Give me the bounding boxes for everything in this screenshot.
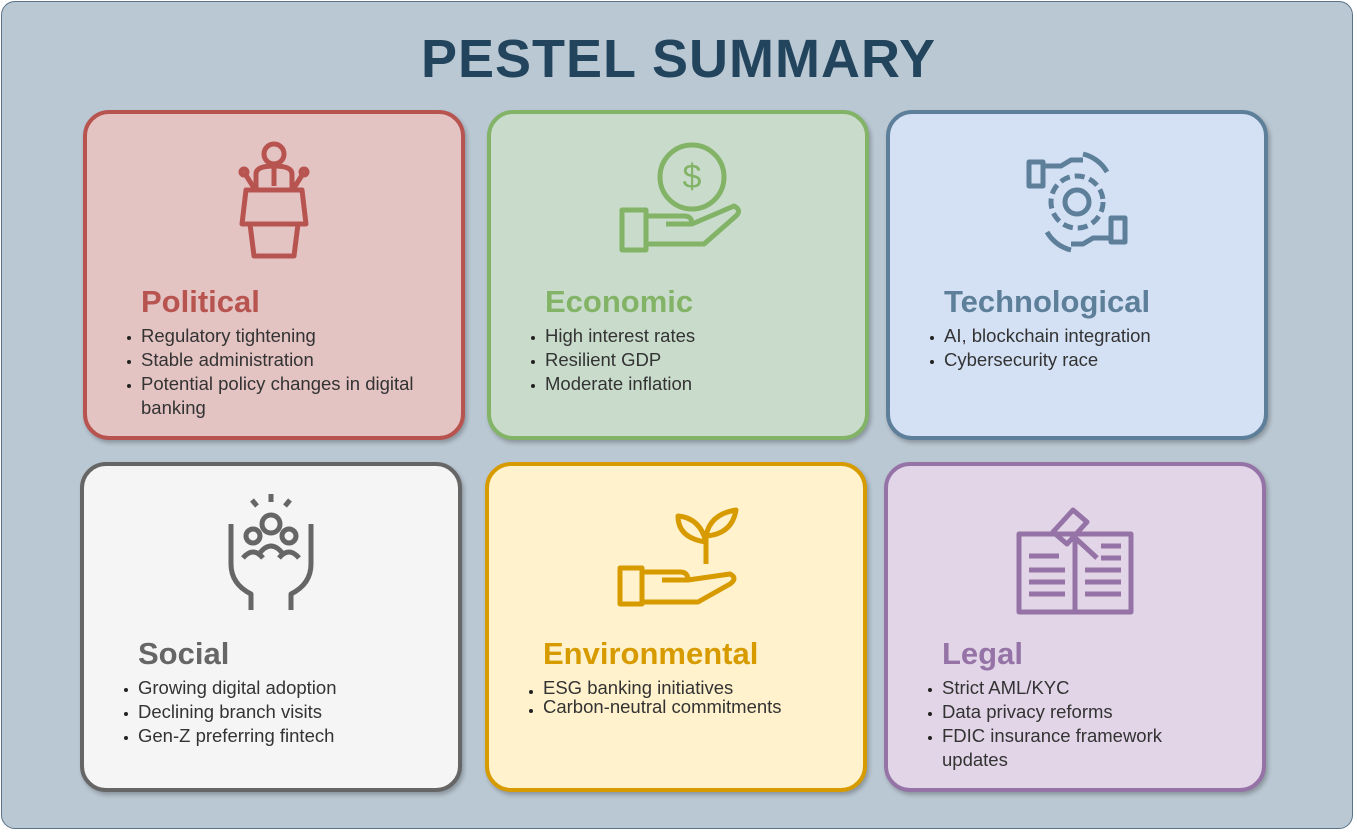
money-hand-icon: $ (491, 132, 865, 272)
list-item: ESG banking initiatives (527, 678, 847, 697)
list-item: Data privacy reforms (926, 700, 1186, 724)
list-item: Strict AML/KYC (926, 676, 1186, 700)
list-item: Gen-Z preferring fintech (122, 724, 442, 748)
card-title: Social (138, 636, 230, 671)
card-title: Political (141, 284, 260, 319)
community-hands-icon (84, 484, 458, 624)
bullet-list: ESG banking initiatives Carbon-neutral c… (527, 678, 847, 716)
list-item: AI, blockchain integration (928, 324, 1248, 348)
list-item: FDIC insurance framework updates (926, 724, 1186, 772)
list-item: Growing digital adoption (122, 676, 442, 700)
bullet-list: Strict AML/KYC Data privacy reforms FDIC… (926, 676, 1186, 772)
card-title: Legal (942, 636, 1023, 671)
podium-speaker-icon (87, 132, 461, 272)
plant-hand-icon (489, 484, 863, 624)
bullet-list: Growing digital adoption Declining branc… (122, 676, 442, 748)
card-environmental: Environmental ESG banking initiatives Ca… (485, 462, 867, 792)
list-item: Regulatory tightening (125, 324, 445, 348)
page-title: PESTEL SUMMARY (420, 29, 937, 89)
list-item: Potential policy changes in digital bank… (125, 372, 445, 420)
gear-hands-icon (890, 132, 1264, 272)
card-economic: $ Economic High interest rates Resilient… (487, 110, 869, 440)
bullet-list: Regulatory tightening Stable administrat… (125, 324, 445, 420)
list-item: Cybersecurity race (928, 348, 1248, 372)
card-legal: Legal Strict AML/KYC Data privacy reform… (884, 462, 1266, 792)
list-item: Moderate inflation (529, 372, 849, 396)
card-social: Social Growing digital adoption Declinin… (80, 462, 462, 792)
gavel-book-icon (888, 484, 1262, 624)
list-item: Resilient GDP (529, 348, 849, 372)
list-item: High interest rates (529, 324, 849, 348)
list-item: Carbon-neutral commitments (527, 697, 847, 716)
list-item: Stable administration (125, 348, 445, 372)
card-title: Environmental (543, 636, 759, 671)
card-technological: Technological AI, blockchain integration… (886, 110, 1268, 440)
svg-text:$: $ (683, 158, 702, 196)
bullet-list: High interest rates Resilient GDP Modera… (529, 324, 849, 396)
list-item: Declining branch visits (122, 700, 442, 724)
card-political: Political Regulatory tightening Stable a… (83, 110, 465, 440)
card-title: Technological (944, 284, 1151, 319)
card-title: Economic (545, 284, 694, 319)
bullet-list: AI, blockchain integration Cybersecurity… (928, 324, 1248, 372)
